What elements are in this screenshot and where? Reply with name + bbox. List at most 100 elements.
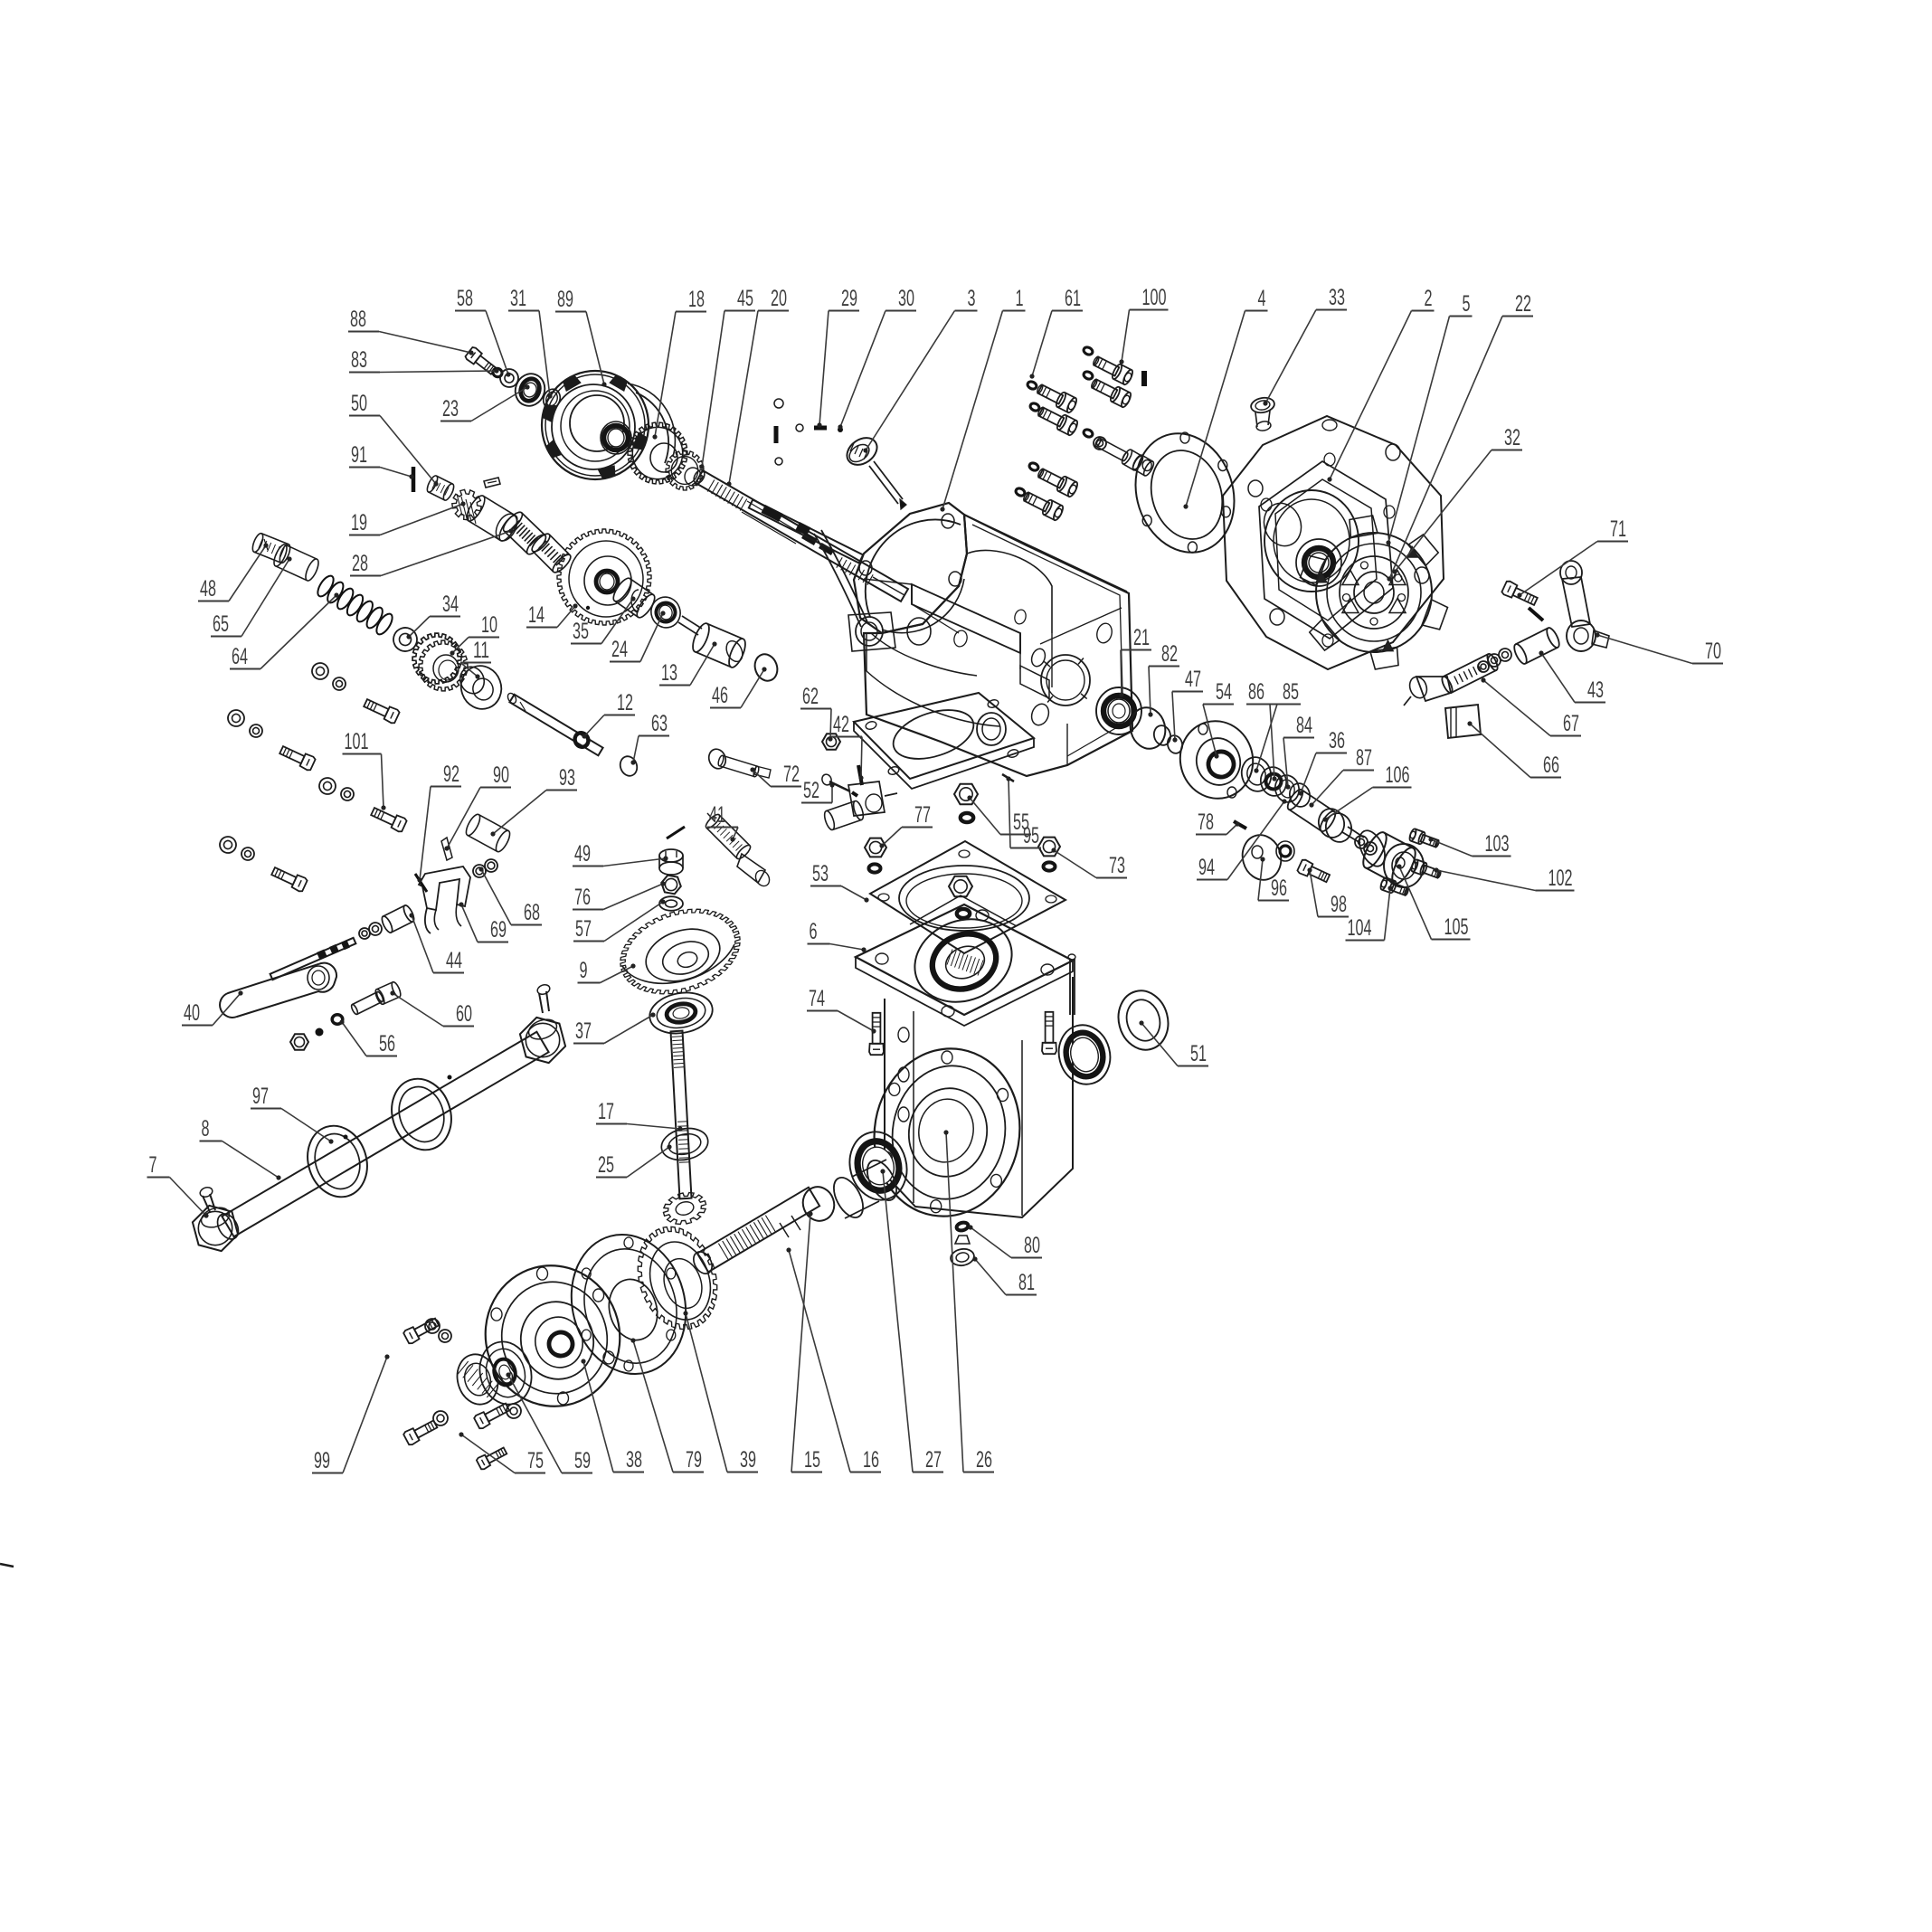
svg-text:80: 80 — [1024, 1233, 1040, 1258]
svg-text:57: 57 — [575, 916, 592, 942]
svg-text:39: 39 — [740, 1447, 756, 1473]
svg-text:43: 43 — [1587, 677, 1604, 703]
svg-text:14: 14 — [528, 602, 545, 628]
svg-text:103: 103 — [1485, 831, 1510, 857]
svg-text:41: 41 — [709, 802, 725, 828]
svg-text:50: 50 — [351, 391, 367, 416]
svg-text:68: 68 — [524, 900, 540, 925]
svg-text:55: 55 — [1013, 810, 1029, 835]
svg-text:21: 21 — [1133, 625, 1150, 650]
svg-text:10: 10 — [481, 612, 497, 638]
svg-text:78: 78 — [1198, 810, 1214, 835]
svg-text:105: 105 — [1444, 914, 1469, 940]
svg-text:62: 62 — [802, 684, 819, 709]
svg-text:97: 97 — [252, 1084, 269, 1109]
svg-text:67: 67 — [1563, 711, 1579, 736]
svg-text:30: 30 — [898, 286, 914, 311]
svg-text:2: 2 — [1425, 286, 1433, 311]
svg-text:63: 63 — [651, 711, 668, 736]
svg-text:56: 56 — [379, 1031, 395, 1056]
svg-text:64: 64 — [232, 644, 248, 669]
svg-text:46: 46 — [712, 683, 728, 708]
svg-text:8: 8 — [202, 1116, 210, 1141]
svg-text:26: 26 — [976, 1447, 992, 1473]
svg-text:70: 70 — [1705, 639, 1721, 664]
svg-text:76: 76 — [574, 885, 591, 910]
svg-text:44: 44 — [446, 948, 462, 973]
svg-text:86: 86 — [1248, 679, 1264, 705]
svg-text:5: 5 — [1463, 291, 1471, 317]
svg-text:94: 94 — [1198, 855, 1215, 880]
svg-text:98: 98 — [1331, 892, 1347, 917]
svg-text:101: 101 — [345, 729, 369, 754]
svg-text:34: 34 — [442, 592, 459, 617]
svg-text:65: 65 — [213, 611, 229, 637]
svg-text:53: 53 — [812, 861, 829, 886]
svg-text:95: 95 — [1023, 823, 1039, 848]
svg-text:35: 35 — [573, 619, 589, 644]
svg-text:82: 82 — [1161, 641, 1178, 667]
svg-text:81: 81 — [1018, 1270, 1035, 1295]
svg-text:13: 13 — [661, 660, 677, 686]
svg-text:66: 66 — [1543, 753, 1559, 778]
svg-text:22: 22 — [1515, 291, 1531, 317]
svg-text:18: 18 — [688, 287, 705, 312]
svg-text:89: 89 — [557, 287, 573, 312]
svg-text:17: 17 — [598, 1099, 614, 1124]
svg-text:16: 16 — [863, 1447, 879, 1473]
svg-text:100: 100 — [1142, 285, 1167, 310]
svg-text:104: 104 — [1348, 915, 1372, 941]
svg-text:58: 58 — [457, 286, 473, 311]
svg-text:106: 106 — [1386, 762, 1410, 788]
svg-text:1: 1 — [1016, 286, 1024, 311]
svg-text:3: 3 — [968, 286, 976, 311]
svg-text:69: 69 — [490, 917, 507, 942]
svg-text:91: 91 — [351, 442, 367, 468]
svg-text:12: 12 — [617, 690, 633, 715]
svg-text:37: 37 — [575, 1018, 592, 1044]
svg-text:87: 87 — [1356, 745, 1372, 771]
svg-text:75: 75 — [527, 1448, 544, 1473]
svg-text:72: 72 — [783, 762, 800, 787]
svg-text:84: 84 — [1296, 713, 1312, 738]
svg-text:42: 42 — [833, 712, 849, 737]
svg-text:27: 27 — [925, 1447, 942, 1473]
svg-text:59: 59 — [574, 1448, 591, 1473]
svg-text:74: 74 — [809, 986, 825, 1011]
svg-text:83: 83 — [351, 347, 367, 373]
svg-text:40: 40 — [184, 1000, 200, 1026]
svg-text:71: 71 — [1610, 516, 1626, 542]
svg-text:47: 47 — [1185, 667, 1201, 692]
svg-text:88: 88 — [350, 307, 366, 332]
svg-text:33: 33 — [1329, 285, 1345, 310]
svg-text:36: 36 — [1329, 728, 1345, 753]
svg-text:19: 19 — [351, 510, 367, 535]
svg-text:90: 90 — [493, 762, 509, 788]
svg-text:45: 45 — [737, 286, 753, 311]
svg-text:6: 6 — [810, 919, 818, 944]
svg-text:31: 31 — [510, 286, 526, 311]
svg-text:7: 7 — [149, 1152, 157, 1178]
svg-text:96: 96 — [1271, 876, 1287, 901]
svg-text:4: 4 — [1258, 286, 1266, 311]
svg-text:28: 28 — [352, 551, 368, 576]
svg-text:99: 99 — [314, 1448, 330, 1473]
svg-text:49: 49 — [574, 841, 591, 867]
svg-text:85: 85 — [1283, 679, 1299, 705]
svg-text:92: 92 — [443, 762, 459, 787]
svg-text:24: 24 — [611, 637, 628, 662]
svg-text:38: 38 — [626, 1447, 642, 1473]
svg-text:25: 25 — [598, 1152, 614, 1178]
svg-text:93: 93 — [559, 765, 575, 791]
svg-text:48: 48 — [200, 576, 216, 601]
svg-text:60: 60 — [456, 1001, 472, 1027]
svg-text:51: 51 — [1190, 1041, 1207, 1066]
svg-text:77: 77 — [914, 802, 931, 828]
svg-text:52: 52 — [803, 778, 819, 803]
svg-text:61: 61 — [1065, 286, 1081, 311]
svg-text:11: 11 — [473, 638, 489, 663]
svg-text:9: 9 — [580, 958, 588, 983]
svg-text:29: 29 — [841, 286, 857, 311]
svg-text:79: 79 — [686, 1447, 702, 1473]
svg-text:15: 15 — [804, 1447, 820, 1473]
